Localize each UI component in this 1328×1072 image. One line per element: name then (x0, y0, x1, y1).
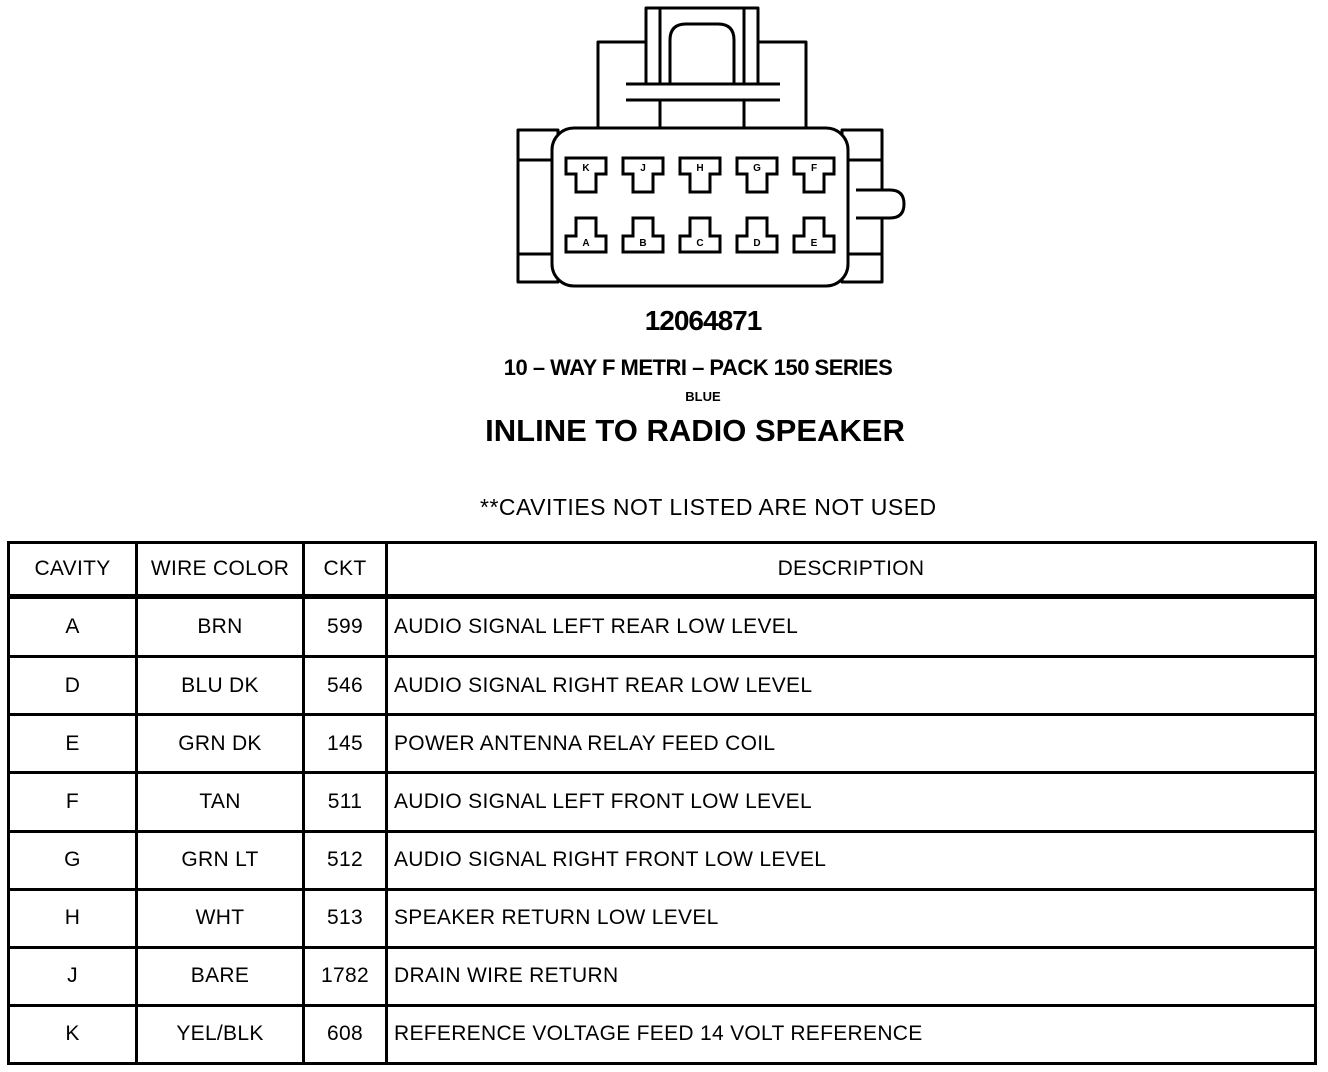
header-ckt: CKT (302, 541, 388, 599)
connector-color: BLUE (685, 389, 721, 404)
cavity: H (678, 156, 722, 194)
cell-cavity: E (7, 713, 138, 775)
cell-cavity: J (7, 945, 138, 1007)
cavity: B (621, 216, 665, 254)
cell-description: AUDIO SIGNAL RIGHT REAR LOW LEVEL (385, 655, 1317, 717)
cell-cavity: K (7, 1003, 138, 1066)
cavity: G (735, 156, 779, 194)
cell-ckt: 511 (302, 771, 388, 833)
table-header-row: CAVITY WIRE COLOR CKT DESCRIPTION (7, 541, 1317, 599)
cell-ckt: 513 (302, 887, 388, 949)
cavity-label: D (753, 238, 760, 249)
cell-cavity: F (7, 771, 138, 833)
cell-wire-color: BRN (135, 594, 305, 659)
cavity-label: H (696, 163, 703, 174)
cell-ckt: 599 (302, 594, 388, 659)
cell-wire-color: BLU DK (135, 655, 305, 717)
cell-description: REFERENCE VOLTAGE FEED 14 VOLT REFERENCE (385, 1003, 1317, 1066)
cavity-label: G (753, 163, 761, 174)
cell-wire-color: WHT (135, 887, 305, 949)
header-description: DESCRIPTION (385, 541, 1317, 599)
cavity: E (792, 216, 836, 254)
cavity-label: C (696, 238, 703, 249)
unused-cavities-note: **CAVITIES NOT LISTED ARE NOT USED (480, 494, 937, 520)
cavity: F (792, 156, 836, 194)
header-wire-color: WIRE COLOR (135, 541, 305, 599)
cavity-label: K (582, 163, 590, 174)
cell-description: AUDIO SIGNAL LEFT REAR LOW LEVEL (385, 594, 1317, 659)
cavity: J (621, 156, 665, 194)
cell-wire-color: TAN (135, 771, 305, 833)
cavity: A (564, 216, 608, 254)
cell-description: POWER ANTENNA RELAY FEED COIL (385, 713, 1317, 775)
cell-description: AUDIO SIGNAL LEFT FRONT LOW LEVEL (385, 771, 1317, 833)
connector-location: INLINE TO RADIO SPEAKER (485, 413, 905, 448)
cell-cavity: G (7, 829, 138, 891)
cavity-label: A (582, 238, 589, 249)
cell-wire-color: BARE (135, 945, 305, 1007)
cavity-label: F (811, 163, 817, 174)
cavity-label: J (640, 163, 646, 174)
cavity: D (735, 216, 779, 254)
cell-cavity: H (7, 887, 138, 949)
cell-description: DRAIN WIRE RETURN (385, 945, 1317, 1007)
cell-ckt: 546 (302, 655, 388, 717)
cell-ckt: 1782 (302, 945, 388, 1007)
cavity: C (678, 216, 722, 254)
connector-series: 10 – WAY F METRI – PACK 150 SERIES (503, 355, 893, 380)
cell-wire-color: GRN LT (135, 829, 305, 891)
connector-face-drawing: K J H G F A B C D E (516, 6, 906, 288)
bottom-row-cavities: A B C D E (564, 216, 836, 254)
cell-wire-color: GRN DK (135, 713, 305, 775)
cavity-label: E (811, 238, 818, 249)
cell-cavity: D (7, 655, 138, 717)
header-cavity: CAVITY (7, 541, 138, 599)
cell-description: SPEAKER RETURN LOW LEVEL (385, 887, 1317, 949)
cell-ckt: 512 (302, 829, 388, 891)
cavity: K (564, 156, 608, 194)
part-number: 12064871 (644, 305, 763, 336)
cell-ckt: 608 (302, 1003, 388, 1066)
cell-description: AUDIO SIGNAL RIGHT FRONT LOW LEVEL (385, 829, 1317, 891)
cell-wire-color: YEL/BLK (135, 1003, 305, 1066)
cavity-label: B (639, 238, 646, 249)
cell-cavity: A (7, 594, 138, 659)
cell-ckt: 145 (302, 713, 388, 775)
